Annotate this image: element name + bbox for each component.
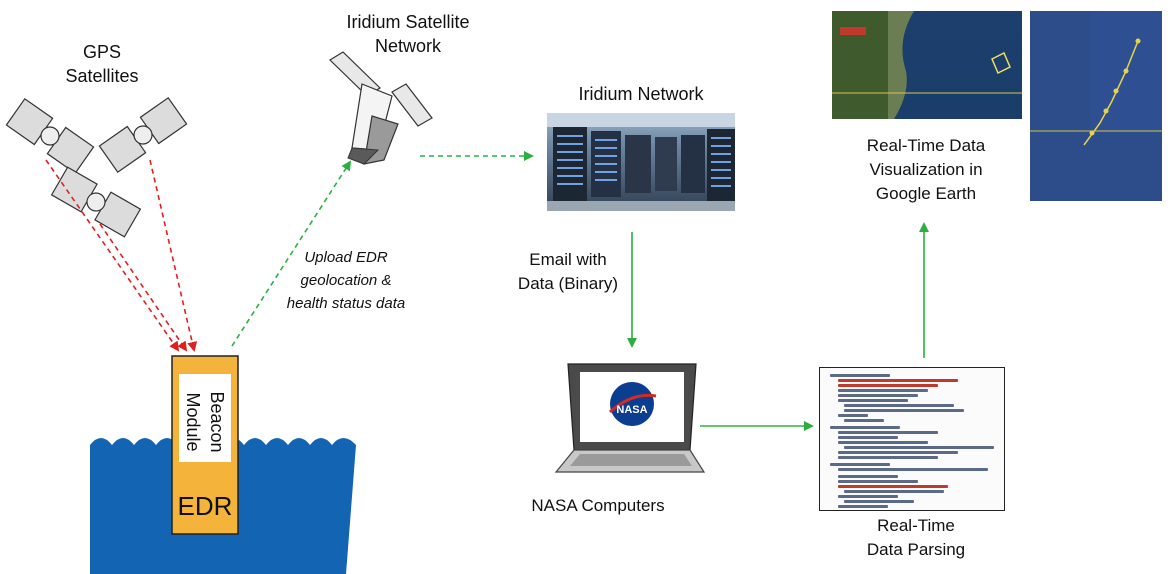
map-image-1 <box>832 11 1022 119</box>
iridium-satellite-network-label: Iridium Satellite Network <box>346 12 470 56</box>
laptop-icon <box>554 363 706 473</box>
gps-signal-arrows <box>45 159 198 352</box>
iridium-network-label: Iridium Network <box>578 84 704 104</box>
beacon-module-label: Beacon Module <box>183 391 227 453</box>
iridium-satellite <box>329 51 433 165</box>
gps-satellite-2 <box>98 96 188 174</box>
gps-satellite-3 <box>50 166 142 238</box>
nasa-computers-label: NASA Computers <box>531 496 665 515</box>
nasa-logo: NASA <box>616 404 648 416</box>
map-image-2 <box>1030 11 1162 201</box>
gps-satellites-label: GPS Satellites <box>65 42 139 86</box>
code-listing-image <box>819 367 1005 511</box>
email-with-data-label: Email with Data (Binary) <box>517 250 619 293</box>
edr-box <box>171 355 239 535</box>
real-time-visualization-label: Real-Time Data Visualization in Google E… <box>866 136 986 203</box>
gps-satellite-1 <box>5 97 95 175</box>
edr-label: EDR <box>177 491 233 521</box>
real-time-data-parsing-label: Real-Time Data Parsing <box>866 516 966 559</box>
upload-arrow <box>231 160 352 347</box>
server-room-image <box>547 113 735 211</box>
upload-edr-label: Upload EDR geolocation & health status d… <box>286 249 406 312</box>
